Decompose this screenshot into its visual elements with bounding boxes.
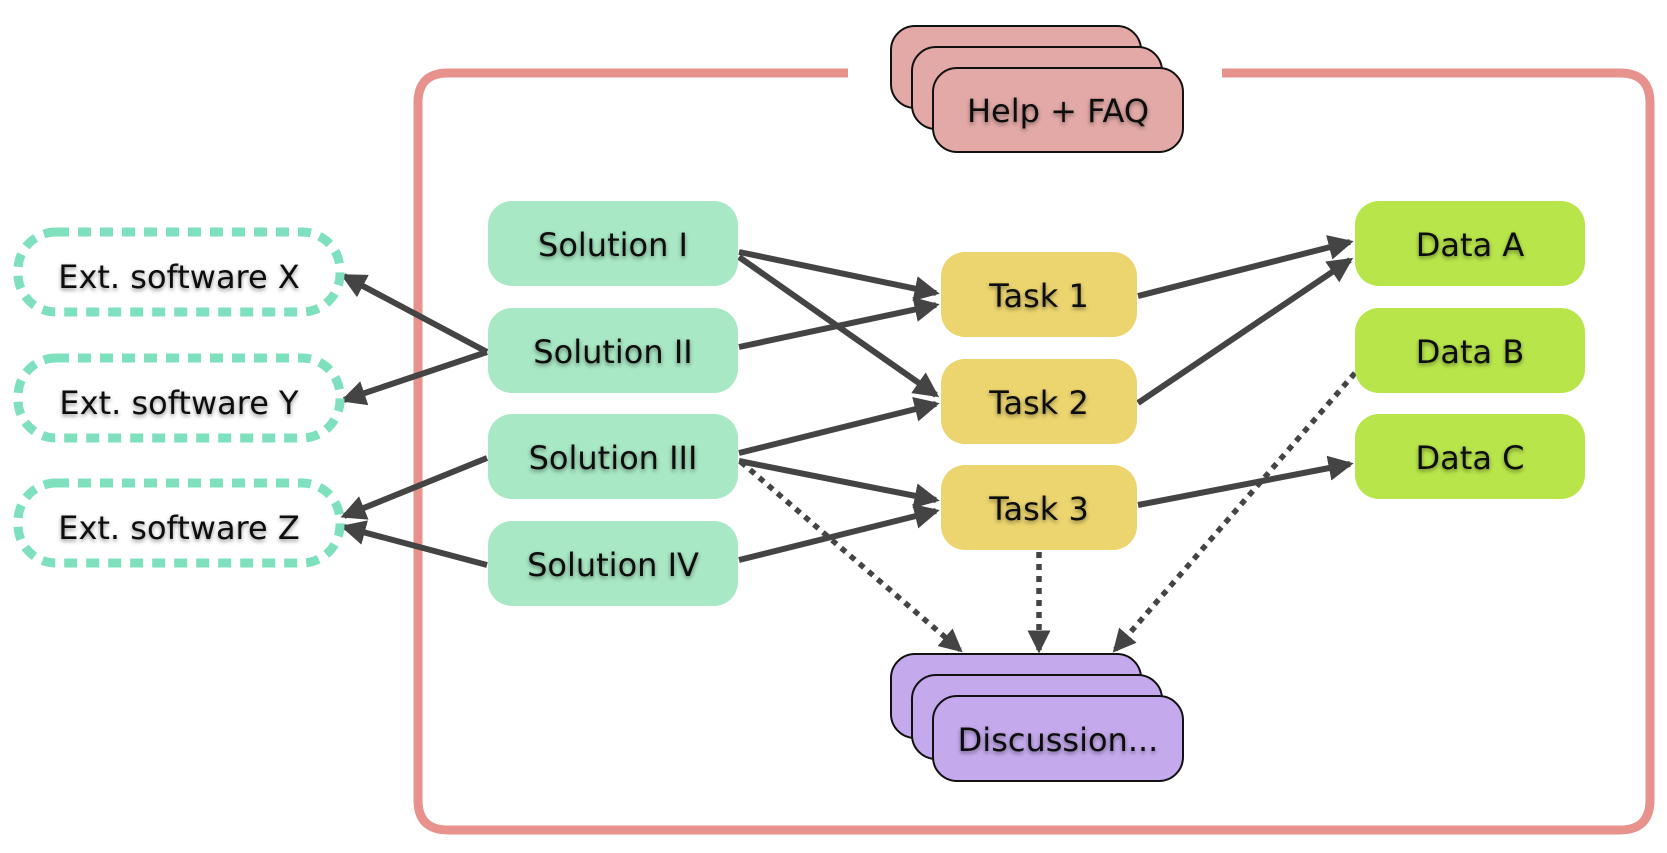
solution-2-box xyxy=(488,308,738,393)
ext-software-x-node[interactable]: Ext. software X xyxy=(13,227,345,317)
solution-1-box xyxy=(488,201,738,286)
edge-data-b-to-discussion xyxy=(1112,371,1358,653)
edge-sol-1-to-task-1 xyxy=(738,249,940,301)
solution-3-box xyxy=(488,414,738,499)
solution-3-node[interactable]: Solution III xyxy=(488,414,738,499)
edges-layer xyxy=(340,235,1358,654)
data-c-label: Data C xyxy=(1416,439,1525,477)
edge-sol-2-to-task-1 xyxy=(738,297,940,350)
help-faq-label: Help + FAQ xyxy=(967,92,1149,130)
task-1-box xyxy=(941,252,1137,337)
ext-software-x-box xyxy=(13,227,345,317)
edge-sol-3-to-task-2 xyxy=(738,396,940,456)
solution-2-label: Solution II xyxy=(533,333,692,371)
ext-software-z-node[interactable]: Ext. software Z xyxy=(13,478,345,568)
discussion-stack-front xyxy=(932,695,1184,782)
edge-sol-2-to-ext-x xyxy=(340,273,489,355)
task-3-box xyxy=(941,465,1137,550)
data-c-box xyxy=(1355,414,1585,499)
platform-frame xyxy=(413,68,1655,835)
solution-4-node[interactable]: Solution IV xyxy=(488,521,738,606)
task-2-box xyxy=(941,359,1137,444)
edge-sol-3-to-ext-z xyxy=(340,455,489,520)
solution-4-box xyxy=(488,521,738,606)
solution-2-node[interactable]: Solution II xyxy=(488,308,738,393)
edge-sol-3-to-task-3 xyxy=(738,458,940,509)
solution-1-label: Solution I xyxy=(538,226,688,264)
edge-sol-4-to-ext-z xyxy=(340,520,488,568)
data-b-box xyxy=(1355,308,1585,393)
ext-software-x-label: Ext. software X xyxy=(58,258,300,296)
data-b-label: Data B xyxy=(1416,333,1525,371)
edge-task-1-to-data-a xyxy=(1137,235,1354,299)
data-a-box xyxy=(1355,201,1585,286)
solution-3-label: Solution III xyxy=(529,439,698,477)
discussion-label: Discussion... xyxy=(958,721,1159,759)
edge-task-2-to-data-a xyxy=(1136,257,1354,406)
edge-sol-3-to-discussion xyxy=(739,459,963,653)
task-2-label: Task 2 xyxy=(988,384,1089,422)
solution-4-label: Solution IV xyxy=(527,546,699,584)
edge-sol-2-to-ext-y xyxy=(340,349,488,406)
edge-sol-4-to-task-3 xyxy=(738,503,940,563)
task-3-label: Task 3 xyxy=(988,490,1089,528)
data-c-node[interactable]: Data C xyxy=(1355,414,1585,499)
task-2-node[interactable]: Task 2 xyxy=(941,359,1137,444)
ext-software-z-box xyxy=(13,478,345,568)
task-1-node[interactable]: Task 1 xyxy=(941,252,1137,337)
ext-software-y-box xyxy=(13,353,345,443)
task-3-node[interactable]: Task 3 xyxy=(941,465,1137,550)
data-a-node[interactable]: Data A xyxy=(1355,201,1585,286)
help-stack-front xyxy=(932,67,1184,153)
task-1-label: Task 1 xyxy=(988,277,1089,315)
data-b-node[interactable]: Data B xyxy=(1355,308,1585,393)
solution-1-node[interactable]: Solution I xyxy=(488,201,738,286)
ext-software-y-label: Ext. software Y xyxy=(59,384,299,422)
ext-software-z-label: Ext. software Z xyxy=(58,509,300,547)
help-faq-node[interactable]: Help + FAQ xyxy=(890,25,1184,153)
discussion-node[interactable]: Discussion... xyxy=(890,653,1184,782)
data-a-label: Data A xyxy=(1416,226,1525,264)
ext-software-y-node[interactable]: Ext. software Y xyxy=(13,353,345,443)
edge-task-3-to-data-c xyxy=(1137,455,1354,508)
